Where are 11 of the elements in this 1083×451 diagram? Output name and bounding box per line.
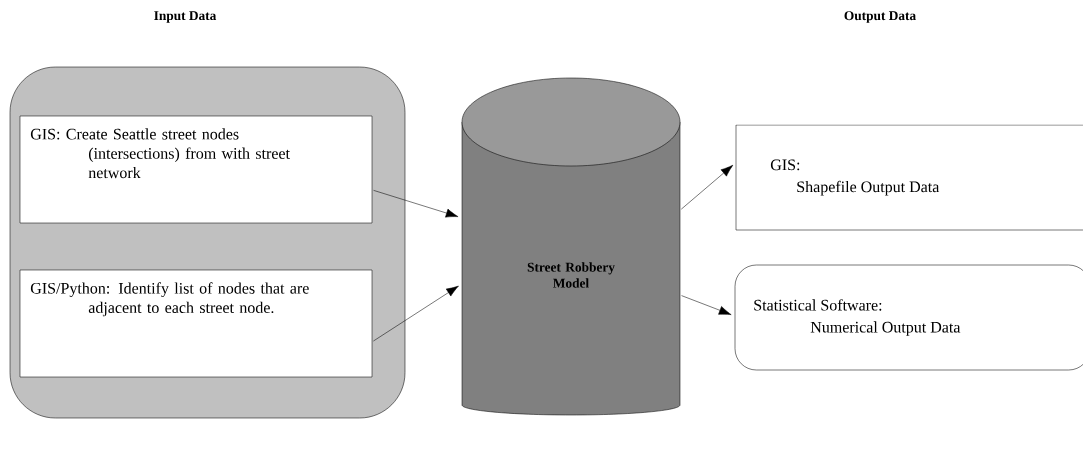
cylinder: Street Robbery Model bbox=[461, 77, 681, 416]
process-box: GIS/Python: Identify list of nodes that are adjacent to each street node. bbox=[19, 269, 373, 378]
output-box: Statistical Software: Numerical Output Data bbox=[734, 264, 1083, 371]
arrow bbox=[681, 295, 732, 315]
arrow bbox=[373, 285, 459, 342]
node-label: Input Data bbox=[154, 11, 217, 23]
heading: Output Data bbox=[844, 11, 916, 23]
arrow bbox=[373, 190, 459, 218]
output-box: GIS: Shapefile Output Data bbox=[735, 124, 1083, 231]
arrow bbox=[681, 164, 734, 210]
process-box: GIS: Create Seattle street nodes (intersections) from with street network bbox=[19, 115, 373, 224]
